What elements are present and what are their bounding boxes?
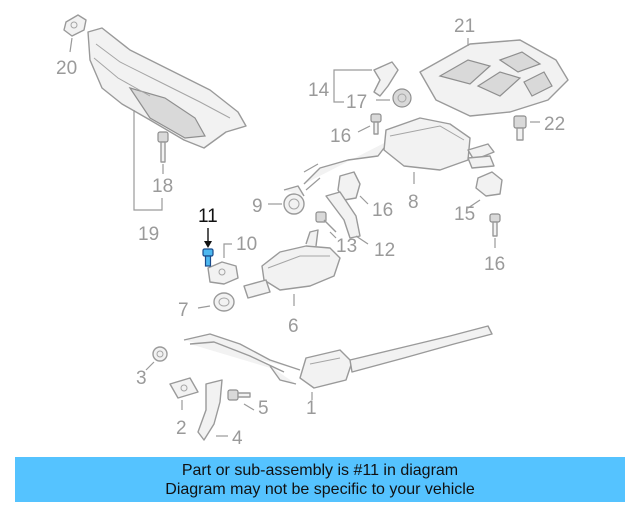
leader-19 [133,110,163,211]
part-11-bolt[interactable] [202,248,214,267]
part-7-clamp[interactable] [213,292,235,312]
part-22-heat-shield[interactable] [419,39,569,117]
part-19-heat-shield[interactable] [87,27,247,149]
leader-10 [223,243,232,258]
callout-3: 3 [136,368,147,389]
leader-21 [69,37,73,53]
part-5-bolt[interactable] [227,389,251,401]
part-23-bolt[interactable] [513,115,527,141]
banner-line-disclaimer: Diagram may not be specific to your vehi… [165,480,475,498]
part-1-front-pipe[interactable] [183,325,493,389]
part-14-bracket[interactable] [373,61,399,97]
leader-15 [467,199,481,209]
callout-4: 4 [232,428,243,449]
callout-15: 15 [454,204,475,225]
callout-17: 16 [372,200,393,221]
callout-18: 17 [346,92,367,113]
callout-8: 8 [408,192,419,213]
part-16-bolt-lower[interactable] [489,213,501,237]
part-20-bolt[interactable] [157,131,169,163]
leader-11-arrowhead [204,241,212,248]
part-4-bracket[interactable] [197,379,223,441]
part-9-clamp[interactable] [283,185,305,215]
leader-17 [359,195,369,205]
part-10-bracket[interactable] [207,261,239,285]
part-12-bracket[interactable] [325,191,361,239]
callout-2: 2 [176,418,187,439]
part-15-bracket[interactable] [475,171,503,197]
leader-12 [355,235,369,245]
exhaust-system-diagram: 20 19 18 21 22 14 17 [56,14,569,449]
callout-10: 10 [236,234,257,255]
callout-20: 18 [152,176,173,197]
callout-13: 13 [336,236,357,257]
info-banner: Part or sub-assembly is #11 in diagram D… [15,457,625,502]
callout-5: 5 [258,398,269,419]
leader-16-upper [357,125,371,133]
banner-line-part: Part or sub-assembly is #11 in diagram [181,461,459,479]
part-6-center-muffler[interactable] [243,229,341,299]
callout-9: 9 [252,196,263,217]
part-3-gasket[interactable] [152,346,168,362]
part-18-hanger[interactable] [392,88,412,108]
callout-19: 19 [138,224,159,245]
callout-16-lower: 16 [484,254,505,275]
leader-7 [197,305,211,309]
callout-16-upper: 16 [330,126,351,147]
part-13-bolt[interactable] [315,211,337,233]
callout-1: 1 [306,398,317,419]
callout-7: 7 [178,300,189,321]
part-16-bolt-upper[interactable] [370,113,382,135]
callout-23: 22 [544,114,565,135]
part-21-bracket[interactable] [63,14,87,37]
part-17-hanger[interactable] [337,171,361,201]
callout-14: 14 [308,80,330,101]
leader-3 [145,361,155,371]
callout-12: 12 [374,240,395,261]
callout-21: 20 [56,58,77,79]
part-8-rear-muffler[interactable] [303,117,495,191]
part-2-gasket[interactable] [169,377,199,399]
leader-13 [329,231,337,239]
leader-5 [243,403,255,411]
callout-11: 11 [198,206,218,227]
leader-14 [333,69,372,103]
callout-22: 21 [454,16,475,37]
callout-6: 6 [288,316,299,337]
